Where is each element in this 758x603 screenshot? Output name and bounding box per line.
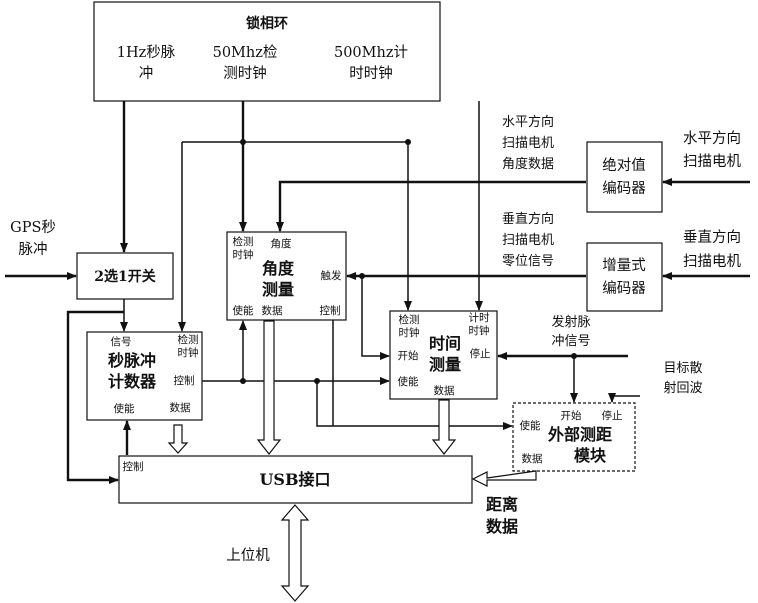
pps-counter-data-label: 数据 (170, 401, 191, 414)
usb-interface-box: 控制 USB接口 (118, 455, 473, 504)
h-angle-data-arrow (276, 180, 586, 232)
pps-counter-clk-label-2: 时钟 (178, 346, 199, 359)
echo-arrow (611, 395, 640, 402)
ext-range-box: 开始 停止 使能 外部测距 模块 数据 (512, 402, 636, 472)
v-zero-signal-label-2: 扫描电机 (502, 233, 554, 248)
pll-output-detect-clock-2: 测时钟 (223, 65, 267, 82)
echo-label: 目标散 (663, 361, 702, 376)
time-timing-clk-label: 计时 (469, 311, 490, 324)
pll-output-pps: 1Hz秒脉 (117, 44, 176, 61)
angle-measure-box: 检测 时钟 角度 角度 测量 触发 使能 数据 控制 (226, 231, 347, 321)
abs-encoder-box: 绝对值 编码器 (586, 141, 663, 213)
v-zero-signal-label: 垂直方向 (502, 211, 554, 227)
junction-dot (359, 273, 365, 279)
tx-pulse-label: 发射脉 (551, 314, 590, 330)
selector-box: 2选1开关 (76, 252, 174, 300)
ext-data-hollow-arrow (471, 470, 537, 487)
h-angle-signal-label-3: 角度数据 (502, 156, 554, 172)
junction-dot (240, 139, 246, 145)
inc-encoder-label-2: 编码器 (602, 280, 646, 297)
pps-counter-title: 秒脉冲 (108, 351, 156, 370)
time-clk-label-2: 时钟 (399, 326, 420, 339)
angle-data-label: 数据 (262, 304, 283, 317)
ext-range-title: 外部测距 (547, 425, 612, 444)
echo-label-2: 射回波 (663, 380, 702, 396)
time-data-label: 数据 (434, 384, 455, 397)
angle-enable-label: 使能 (233, 304, 254, 317)
pps-counter-enable-label: 使能 (114, 402, 135, 415)
time-measure-box: 检测 时钟 计时 时钟 时间 测量 开始 停止 使能 数据 (389, 310, 498, 400)
angle-clk-label-2: 时钟 (233, 248, 254, 261)
angle-control-label: 控制 (320, 304, 341, 317)
host-pc-label: 上位机 (226, 547, 270, 564)
h-angle-signal-label: 水平方向 (502, 114, 554, 130)
ext-range-data-label: 数据 (522, 452, 543, 465)
pll-title: 锁相环 (246, 15, 288, 32)
ext-range-title-2: 模块 (574, 446, 607, 465)
v-motor-label-2: 扫描电机 (683, 253, 741, 270)
angle-clk-label: 检测 (233, 235, 254, 248)
usb-host-double-arrow (280, 504, 310, 602)
time-stop-label: 停止 (470, 347, 491, 360)
pps-counter-title-2: 计数器 (108, 372, 157, 391)
pll-box: 锁相环 1Hz秒脉 冲 50Mhz检 测时钟 500Mhz计 时时钟 (93, 1, 441, 102)
control-loop-arrow (66, 310, 124, 484)
time-data-hollow-arrow (431, 399, 457, 455)
angle-title: 角度 (262, 259, 295, 278)
gps-pps-label: GPS秒 (10, 219, 56, 236)
gps-pps-label-2: 脉冲 (19, 241, 48, 258)
inc-encoder-box: 增量式 编码器 (586, 242, 663, 312)
inc-encoder-label: 增量式 (602, 257, 646, 274)
junction-dot (571, 353, 577, 359)
pps-counter-signal-label: 信号 (111, 336, 132, 348)
v-motor-label: 垂直方向 (683, 229, 741, 246)
time-clk-label: 检测 (399, 313, 420, 326)
pps-counter-box: 信号 检测 时钟 秒脉冲 计数器 控制 使能 数据 (86, 331, 203, 421)
pll-output-pps-2: 冲 (139, 65, 154, 82)
ext-range-stop-label: 停止 (602, 409, 623, 422)
v-zero-signal-label-3: 零位信号 (502, 254, 554, 269)
angle-trigger-label: 触发 (321, 269, 342, 282)
time-timing-clk-label-2: 时钟 (469, 324, 490, 337)
time-start-arrow (361, 276, 390, 360)
ext-range-start-label: 开始 (561, 409, 582, 422)
counter-data-hollow-arrow (167, 424, 189, 454)
junction-dot (240, 378, 246, 384)
tx-pulse-label-2: 冲信号 (551, 334, 590, 349)
pll-output-timing-clock-2: 时时钟 (349, 65, 393, 82)
junction-dot (314, 378, 320, 384)
pll-output-timing-clock: 500Mhz计 (334, 44, 408, 61)
ext-range-enable-label: 使能 (520, 419, 541, 432)
pll-output-detect-clock: 50Mhz检 (213, 44, 278, 61)
time-title-2: 测量 (429, 355, 461, 374)
angle-data-hollow-arrow (256, 320, 282, 455)
time-enable-label: 使能 (398, 375, 419, 388)
pps-counter-control-label: 控制 (174, 374, 195, 387)
time-start-label: 开始 (398, 349, 419, 362)
time-title: 时间 (429, 334, 461, 353)
h-motor-label: 水平方向 (683, 130, 741, 147)
selector-label: 2选1开关 (94, 268, 155, 285)
distance-data-label: 距离 (486, 495, 518, 514)
usb-control-label: 控制 (123, 460, 144, 473)
angle-title-2: 测量 (262, 280, 294, 299)
pps-counter-clk-label: 检测 (178, 333, 199, 346)
usb-title: USB接口 (259, 470, 330, 489)
h-angle-signal-label-2: 扫描电机 (502, 136, 554, 151)
h-motor-label-2: 扫描电机 (683, 153, 741, 170)
angle-angle-label: 角度 (271, 237, 292, 250)
abs-encoder-label-2: 编码器 (602, 180, 646, 197)
distance-data-label-2: 数据 (486, 517, 518, 536)
abs-encoder-label: 绝对值 (602, 157, 646, 174)
junction-dot (405, 139, 411, 145)
